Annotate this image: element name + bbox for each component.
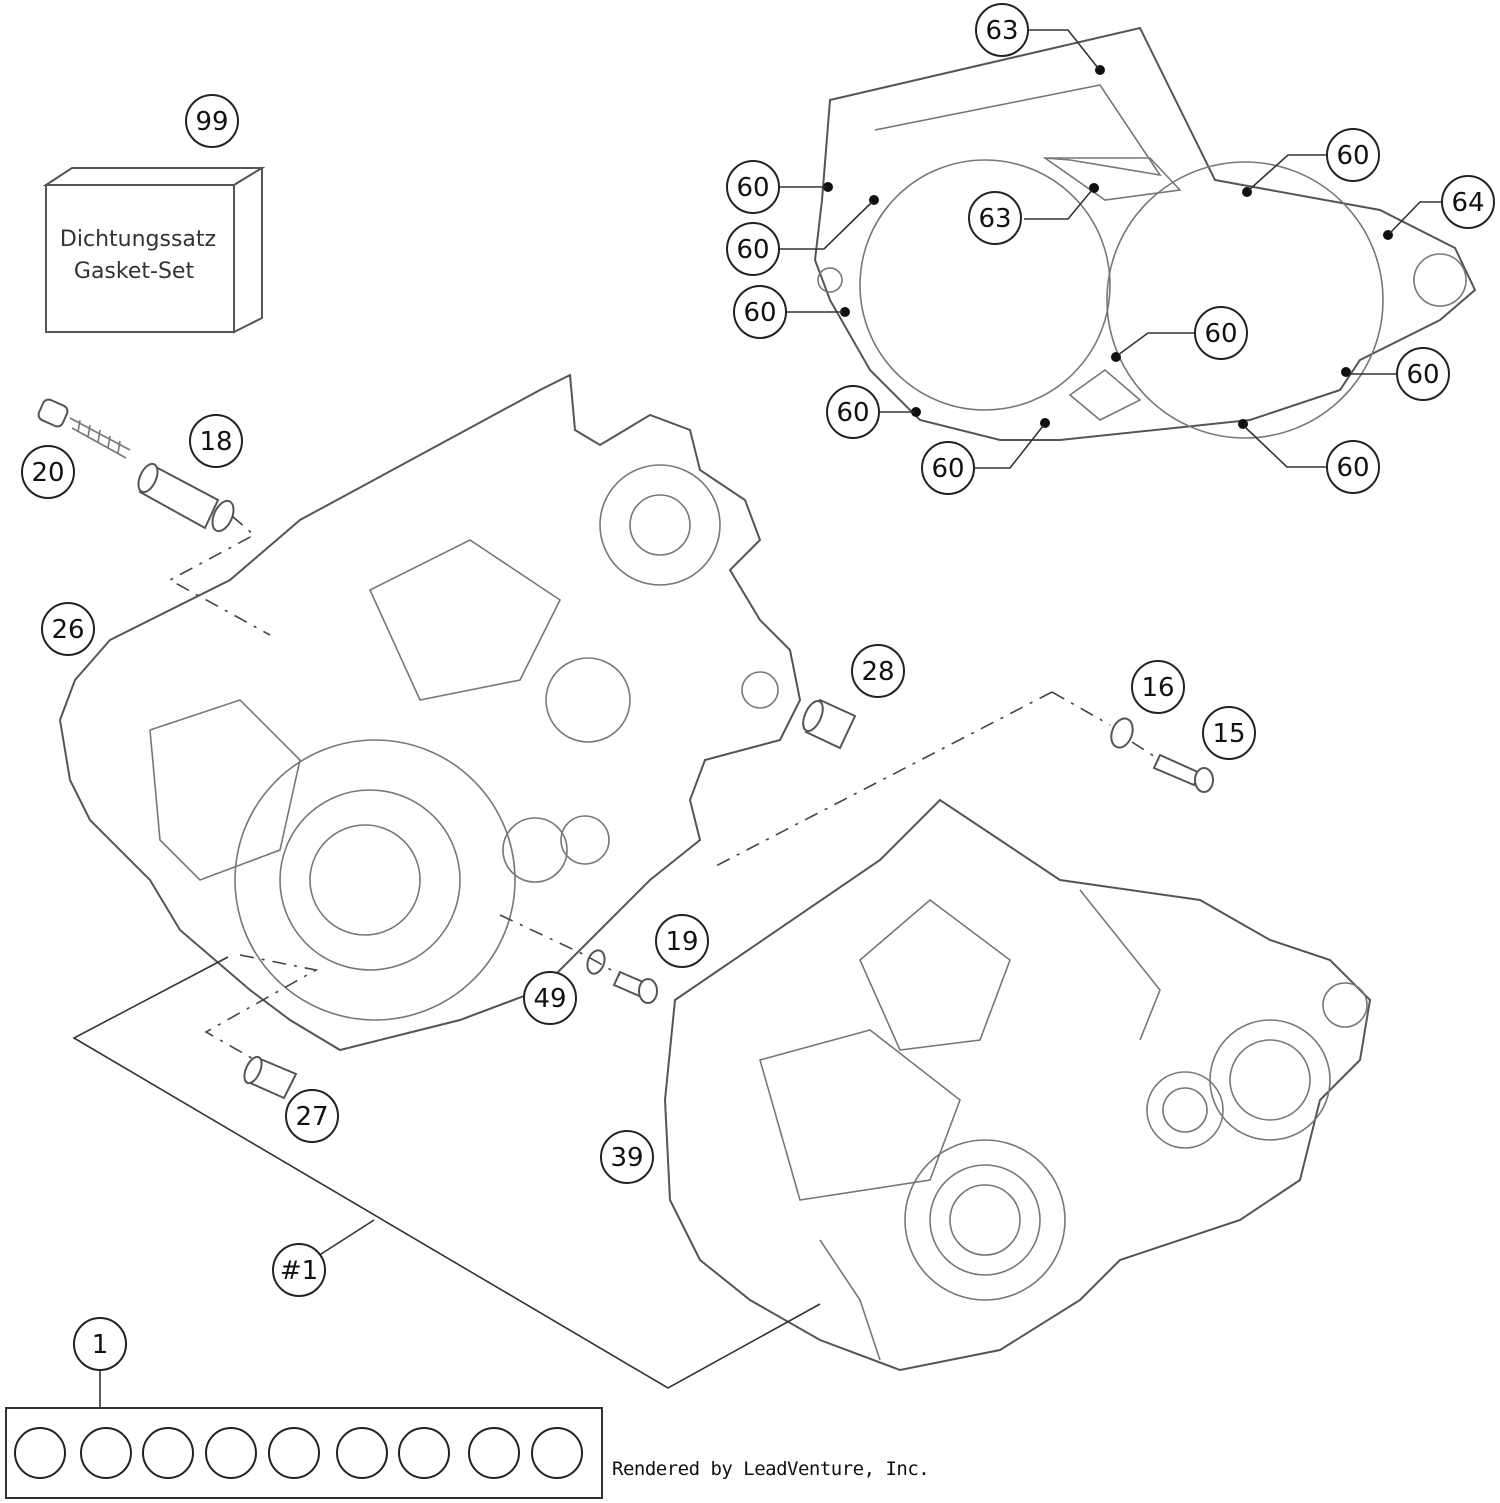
callout-60-f[interactable]: 60 [1194, 306, 1248, 360]
callout-49-label: 49 [533, 984, 566, 1014]
callout-60-i[interactable]: 60 [1326, 440, 1380, 494]
kit-item-2[interactable] [80, 1427, 132, 1479]
callout-60-b[interactable]: 60 [726, 222, 780, 276]
callout-19[interactable]: 19 [655, 914, 709, 968]
callout-64-label: 64 [1451, 188, 1484, 218]
callout-60-d[interactable]: 60 [826, 385, 880, 439]
callout-28-label: 28 [861, 657, 894, 687]
callout-18-label: 18 [199, 427, 232, 457]
callout-60-h[interactable]: 60 [1396, 347, 1450, 401]
callout-64[interactable]: 64 [1441, 175, 1495, 229]
callout-26[interactable]: 26 [41, 602, 95, 656]
kit-item-1[interactable] [14, 1427, 66, 1479]
callout-20-label: 20 [31, 458, 64, 488]
kit-item-8[interactable] [468, 1427, 520, 1479]
washer-16[interactable] [1107, 715, 1136, 750]
callout-assembly-1[interactable]: #1 [272, 1243, 326, 1297]
callout-63-center-label: 63 [978, 204, 1011, 234]
callout-39-label: 39 [610, 1143, 643, 1173]
callout-1[interactable]: 1 [73, 1317, 127, 1371]
callout-99-label: 99 [195, 107, 228, 137]
callout-26-label: 26 [51, 615, 84, 645]
leader-lines [99, 29, 1443, 1408]
gasket-dots [823, 65, 1393, 429]
callout-60-d-label: 60 [836, 398, 869, 428]
clutch-cover-gasket[interactable] [813, 26, 1477, 441]
kit-item-5[interactable] [268, 1427, 320, 1479]
callout-60-f-label: 60 [1204, 319, 1237, 349]
assembly-lines [168, 515, 1161, 1061]
callout-60-e-label: 60 [931, 454, 964, 484]
callout-28[interactable]: 28 [851, 644, 905, 698]
callout-20[interactable]: 20 [21, 445, 75, 499]
callout-assembly-1-label: #1 [280, 1256, 318, 1286]
callout-60-e[interactable]: 60 [921, 441, 975, 495]
callout-15[interactable]: 15 [1202, 706, 1256, 760]
callout-63-center[interactable]: 63 [968, 191, 1022, 245]
gasket-set-box[interactable]: Dichtungssatz Gasket-Set [42, 166, 266, 334]
callout-60-g[interactable]: 60 [1326, 128, 1380, 182]
kit-item-6[interactable] [336, 1427, 388, 1479]
screw-19[interactable] [612, 970, 658, 1004]
callout-16[interactable]: 16 [1131, 660, 1185, 714]
callout-60-c-label: 60 [743, 298, 776, 328]
dowel-sleeve-28[interactable] [799, 698, 857, 750]
callout-63-top[interactable]: 63 [975, 3, 1029, 57]
callout-27[interactable]: 27 [285, 1089, 339, 1143]
callout-63-top-label: 63 [985, 16, 1018, 46]
dowel-sleeve-18[interactable] [135, 461, 238, 534]
callout-18[interactable]: 18 [189, 414, 243, 468]
callout-27-label: 27 [295, 1102, 328, 1132]
callout-60-h-label: 60 [1406, 360, 1439, 390]
callout-49[interactable]: 49 [523, 971, 577, 1025]
callout-60-i-label: 60 [1336, 453, 1369, 483]
callout-1-label: 1 [92, 1330, 109, 1360]
callout-19-label: 19 [665, 927, 698, 957]
callout-60-a-label: 60 [736, 173, 769, 203]
screw-15[interactable] [1152, 753, 1214, 793]
crankcase-right-half[interactable] [663, 798, 1372, 1372]
kit-item-7[interactable] [398, 1427, 450, 1479]
render-credit: Rendered by LeadVenture, Inc. [612, 1458, 930, 1480]
crankcase-left-half[interactable] [58, 373, 802, 1052]
callout-15-label: 15 [1212, 719, 1245, 749]
screw-20[interactable] [37, 398, 131, 459]
dowel-sleeve-27[interactable] [241, 1054, 298, 1100]
kit-item-3[interactable] [142, 1427, 194, 1479]
kit-item-9[interactable] [531, 1427, 583, 1479]
callout-60-c[interactable]: 60 [733, 285, 787, 339]
gasket-set-label-1: Dichtungssatz [60, 227, 216, 252]
callout-60-a[interactable]: 60 [726, 160, 780, 214]
gasket-set-label-2: Gasket-Set [74, 259, 195, 284]
callout-99[interactable]: 99 [185, 94, 239, 148]
callout-60-g-label: 60 [1336, 141, 1369, 171]
kit-item-4[interactable] [205, 1427, 257, 1479]
assembly-bracket-1 [72, 956, 821, 1389]
callout-16-label: 16 [1141, 673, 1174, 703]
callout-60-b-label: 60 [736, 235, 769, 265]
callout-39[interactable]: 39 [600, 1130, 654, 1184]
